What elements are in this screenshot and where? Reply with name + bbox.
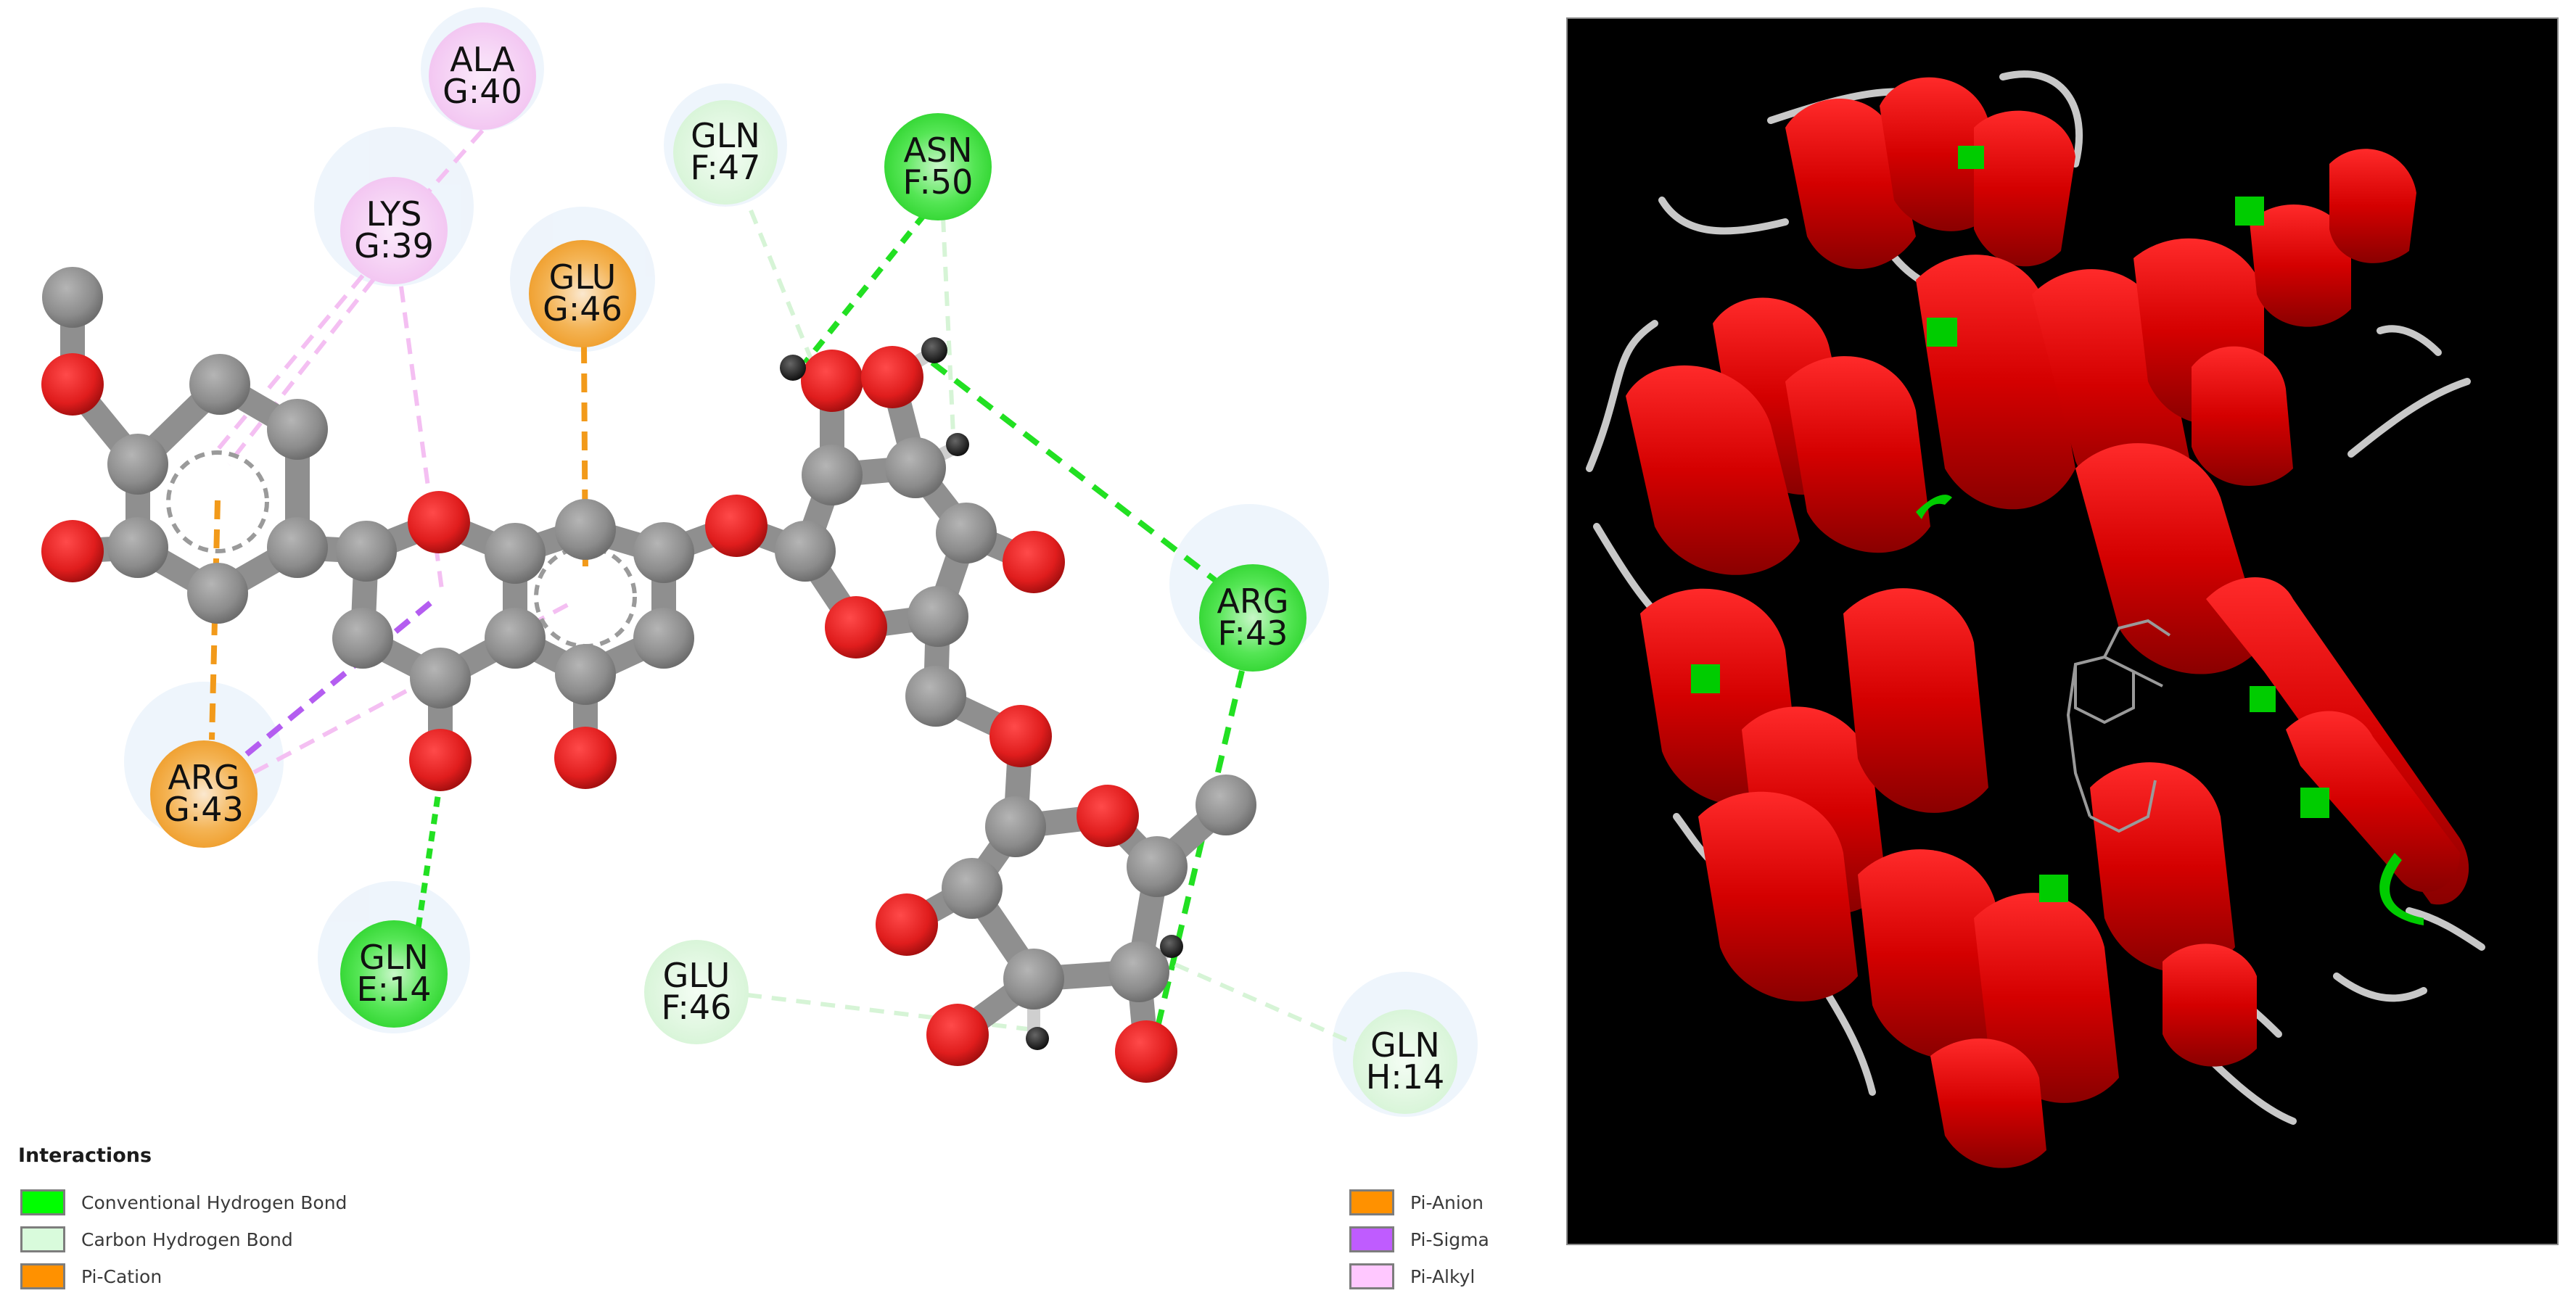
- carbon-h-bond-line: [941, 217, 956, 450]
- hydrogen-atoms: [780, 337, 1183, 1050]
- carbon-atoms: [42, 267, 1256, 1009]
- interaction-diagram-2d: ALA G:40 LYS G:39 GLU G:46 GLN F:47 ASN …: [41, 7, 1478, 1117]
- protein-ribbon-render: [1586, 70, 2485, 1168]
- legend-label: Conventional Hydrogen Bond: [81, 1192, 347, 1213]
- svg-text:ASN: ASN: [903, 131, 972, 170]
- residue-glu-f46[interactable]: GLU F:46: [644, 940, 749, 1044]
- residue-ala-g40[interactable]: ALA G:40: [429, 22, 536, 130]
- legend-item-pi-sigma: Pi-Sigma: [1349, 1223, 1489, 1255]
- turn-segments: [1691, 146, 2424, 925]
- legend-item-pi-cation: Pi-Cation: [20, 1260, 162, 1292]
- svg-text:ARG: ARG: [168, 758, 239, 797]
- oxygen-atoms: [41, 346, 1177, 1083]
- legend-label: Pi-Alkyl: [1410, 1265, 1476, 1287]
- svg-text:F:43: F:43: [1218, 614, 1288, 653]
- legend-label: Carbon Hydrogen Bond: [81, 1229, 293, 1250]
- svg-text:G:46: G:46: [543, 289, 622, 329]
- svg-text:GLN: GLN: [359, 938, 429, 977]
- protein-3d-view[interactable]: [1566, 17, 2559, 1245]
- legend-label: Pi-Anion: [1410, 1192, 1484, 1213]
- svg-text:ALA: ALA: [450, 40, 515, 79]
- legend-title: Interactions: [18, 1144, 152, 1167]
- legend-swatch: [1349, 1189, 1394, 1215]
- legend-item-pi-anion: Pi-Anion: [1349, 1186, 1484, 1218]
- h-bond-line: [1154, 670, 1245, 1031]
- svg-text:ARG: ARG: [1217, 582, 1288, 621]
- legend-swatch: [20, 1226, 65, 1252]
- legend-swatch: [20, 1263, 65, 1289]
- pi-sigma-line: [244, 599, 434, 757]
- svg-text:H:14: H:14: [1366, 1057, 1445, 1097]
- legend-item-pi-alkyl: Pi-Alkyl: [1349, 1260, 1475, 1292]
- helix-segments: [1626, 77, 2469, 1168]
- residue-gln-f47[interactable]: GLN F:47: [673, 100, 778, 205]
- pi-alkyl-line: [426, 129, 485, 194]
- svg-text:F:50: F:50: [903, 162, 974, 202]
- residue-arg-f43[interactable]: ARG F:43: [1199, 564, 1306, 672]
- residue-asn-f50[interactable]: ASN F:50: [884, 113, 992, 220]
- legend-swatch: [1349, 1226, 1394, 1252]
- legend-item-carbon-h-bond: Carbon Hydrogen Bond: [20, 1223, 293, 1255]
- legend-swatch: [20, 1189, 65, 1215]
- svg-text:GLU: GLU: [549, 257, 617, 297]
- h-bond-line: [802, 212, 928, 365]
- carbon-h-bond-line: [1174, 962, 1358, 1046]
- pi-alkyl-line: [226, 278, 376, 466]
- legend-swatch: [1349, 1263, 1394, 1289]
- svg-text:F:46: F:46: [662, 988, 732, 1027]
- residue-gln-h14[interactable]: GLN H:14: [1353, 1009, 1457, 1114]
- svg-text:F:47: F:47: [691, 148, 761, 187]
- legend-label: Pi-Sigma: [1410, 1229, 1489, 1250]
- ligand-bonds: [60, 285, 1238, 1064]
- residue-arg-g43[interactable]: ARG G:43: [150, 740, 258, 848]
- legend-label: Pi-Cation: [81, 1265, 162, 1287]
- svg-text:GLN: GLN: [1370, 1025, 1440, 1065]
- svg-text:G:39: G:39: [354, 226, 434, 265]
- residue-gln-e14[interactable]: GLN E:14: [340, 920, 448, 1028]
- carbon-h-bond-line: [749, 209, 815, 364]
- residue-lys-g39[interactable]: LYS G:39: [340, 177, 448, 284]
- svg-text:G:40: G:40: [443, 72, 522, 111]
- svg-text:GLU: GLU: [663, 956, 731, 995]
- svg-text:E:14: E:14: [356, 970, 431, 1009]
- svg-text:GLN: GLN: [691, 116, 760, 155]
- ligand-stick-model: [2066, 619, 2171, 833]
- pi-alkyl-line: [215, 274, 365, 451]
- svg-text:LYS: LYS: [366, 194, 422, 234]
- residue-glu-g46[interactable]: GLU G:46: [529, 240, 636, 347]
- svg-text:G:43: G:43: [164, 790, 244, 829]
- legend-item-conventional-h-bond: Conventional Hydrogen Bond: [20, 1186, 347, 1218]
- h-bond-line: [414, 779, 443, 936]
- h-bond-line: [930, 360, 1217, 583]
